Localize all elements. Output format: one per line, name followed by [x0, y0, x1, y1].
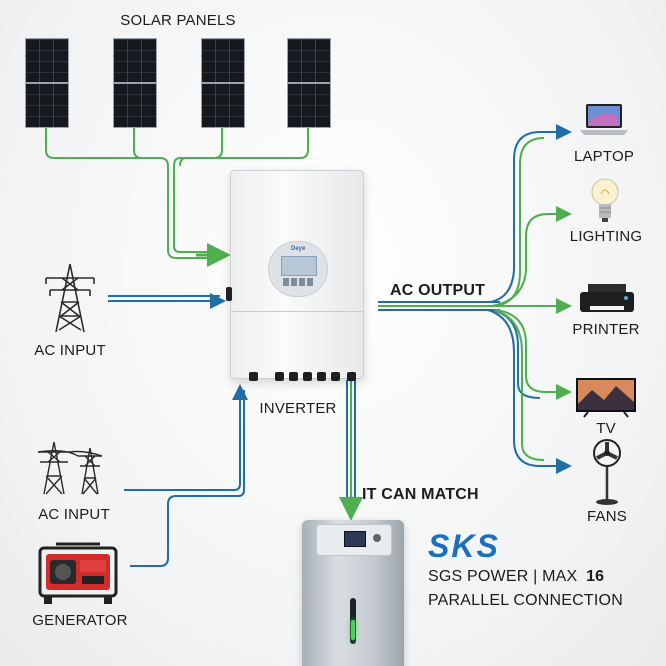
- inverter-label: INVERTER: [259, 400, 337, 417]
- inverter-switch: [226, 287, 232, 301]
- solar-panel-icon: [201, 38, 245, 128]
- battery-led-indicator: [350, 598, 356, 644]
- solar-wires: [45, 128, 309, 259]
- inverter-icon: Deye: [226, 170, 364, 381]
- light-bulb-icon: [591, 178, 619, 222]
- ac-input-top-label: AC INPUT: [34, 342, 106, 359]
- battery-icon: [302, 520, 404, 666]
- output-fans-label: FANS: [587, 508, 627, 525]
- solar-panel-icon: [287, 38, 331, 128]
- inverter-port: [275, 372, 284, 381]
- brand-line-2: PARALLEL CONNECTION: [428, 592, 623, 609]
- tv-icon: [576, 378, 636, 418]
- output-lighting-label: LIGHTING: [569, 228, 643, 245]
- inverter-brand: Deye: [291, 246, 306, 252]
- inverter-port: [331, 372, 340, 381]
- printer-icon: [580, 284, 634, 312]
- solar-panel-icon: [25, 38, 69, 128]
- fan-icon: [593, 439, 621, 505]
- inverter-buttons: [283, 278, 313, 286]
- sks-logo: SKS: [428, 528, 500, 564]
- brand-line-1-prefix: SGS POWER | MAX: [428, 568, 578, 585]
- output-printer-label: PRINTER: [572, 321, 640, 338]
- it-can-match-label: IT CAN MATCH: [362, 486, 479, 503]
- laptop-icon: [580, 104, 628, 135]
- ac-input-bottom-label: AC INPUT: [38, 506, 110, 523]
- battery-button: [373, 534, 381, 542]
- inverter-panel-divider: [231, 311, 363, 312]
- inverter-display: Deye: [268, 241, 328, 297]
- solar-panel-icon: [113, 38, 157, 128]
- inverter-port: [303, 372, 312, 381]
- generator-label: GENERATOR: [32, 612, 128, 629]
- transmission-tower-icon: [37, 441, 103, 495]
- inverter-port: [249, 372, 258, 381]
- inverter-port: [289, 372, 298, 381]
- inverter-port: [317, 372, 326, 381]
- ac-output-label: AC OUTPUT: [390, 282, 486, 299]
- generator-icon: [38, 542, 118, 604]
- transmission-tower-icon: [45, 263, 95, 333]
- inverter-screen: [281, 256, 317, 276]
- brand-max-number: 16: [586, 568, 605, 585]
- inverter-port: [347, 372, 356, 381]
- diagram-title: SOLAR PANELS: [120, 12, 236, 29]
- output-tv-label: TV: [596, 420, 616, 437]
- battery-screen: [344, 531, 366, 547]
- brand-line-1: SGS POWER | MAX 16: [428, 568, 604, 586]
- battery-control-panel: [316, 524, 392, 556]
- output-laptop-label: LAPTOP: [573, 148, 635, 165]
